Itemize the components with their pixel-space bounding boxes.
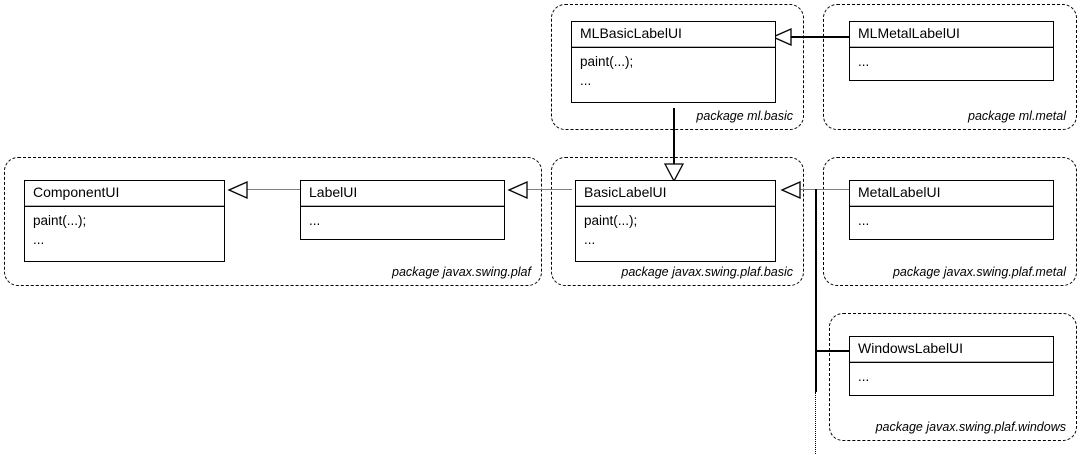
class-box-ml-metal-label-ui[interactable]: MLMetalLabelUI ... bbox=[849, 21, 1054, 81]
class-members-windows-label-ui: ... bbox=[850, 363, 1053, 395]
connector-trunk-dotted bbox=[815, 392, 816, 454]
class-name-metal-label-ui: MetalLabelUI bbox=[850, 181, 1053, 206]
connector-basic-right-stub bbox=[800, 189, 850, 190]
class-separator bbox=[850, 47, 1053, 48]
class-member: paint(...); bbox=[33, 213, 87, 228]
connector-mlmetal-to-mlbasic bbox=[790, 36, 850, 38]
class-members-metal-label-ui: ... bbox=[850, 207, 1053, 239]
class-separator bbox=[850, 206, 1053, 207]
generalization-arrow-labelui bbox=[507, 180, 528, 200]
class-member: ... bbox=[580, 73, 592, 88]
class-member: ... bbox=[858, 213, 870, 228]
class-box-windows-label-ui[interactable]: WindowsLabelUI ... bbox=[849, 336, 1054, 396]
class-member: ... bbox=[309, 213, 321, 228]
class-separator bbox=[301, 206, 504, 207]
package-javax-swing-plaf: package javax.swing.plaf bbox=[4, 157, 542, 286]
class-name-ml-basic-label-ui: MLBasicLabelUI bbox=[572, 22, 775, 47]
class-box-label-ui[interactable]: LabelUI ... bbox=[300, 180, 505, 240]
package-label-ml-metal: package ml.metal bbox=[968, 109, 1066, 123]
connector-labelui-to-componentui bbox=[247, 189, 301, 190]
connector-mlbasic-to-basic bbox=[673, 108, 675, 166]
package-label-ml-basic: package ml.basic bbox=[696, 109, 793, 123]
package-label-javax-swing-plaf: package javax.swing.plaf bbox=[392, 265, 531, 279]
generalization-arrow-basiclabelui-right bbox=[780, 180, 801, 200]
class-name-label-ui: LabelUI bbox=[301, 181, 504, 206]
class-separator bbox=[850, 362, 1053, 363]
connector-trunk-vertical bbox=[815, 189, 817, 392]
class-members-ml-basic-label-ui: paint(...); ... bbox=[572, 48, 775, 102]
class-box-ml-basic-label-ui[interactable]: MLBasicLabelUI paint(...); ... bbox=[571, 21, 776, 103]
package-ml-metal: package ml.metal bbox=[823, 4, 1077, 130]
class-member: ... bbox=[858, 369, 870, 384]
package-label-javax-swing-plaf-windows: package javax.swing.plaf.windows bbox=[875, 420, 1066, 434]
package-label-javax-swing-plaf-basic: package javax.swing.plaf.basic bbox=[621, 265, 793, 279]
class-name-windows-label-ui: WindowsLabelUI bbox=[850, 337, 1053, 362]
class-name-component-ui: ComponentUI bbox=[25, 181, 224, 206]
class-box-component-ui[interactable]: ComponentUI paint(...); ... bbox=[24, 180, 225, 262]
connector-trunk-to-windows bbox=[815, 350, 850, 352]
class-members-ml-metal-label-ui: ... bbox=[850, 48, 1053, 80]
generalization-arrow-mlbasic bbox=[771, 27, 792, 47]
generalization-arrow-basiclabelui-top bbox=[663, 163, 685, 183]
class-members-component-ui: paint(...); ... bbox=[25, 207, 224, 261]
connector-basic-to-labelui bbox=[527, 189, 572, 190]
package-javax-swing-plaf-metal: package javax.swing.plaf.metal bbox=[823, 157, 1077, 286]
class-box-basic-label-ui[interactable]: BasicLabelUI paint(...); ... bbox=[575, 180, 776, 262]
class-members-basic-label-ui: paint(...); ... bbox=[576, 207, 775, 261]
class-members-label-ui: ... bbox=[301, 207, 504, 239]
generalization-arrow-componentui bbox=[227, 180, 248, 200]
package-label-javax-swing-plaf-metal: package javax.swing.plaf.metal bbox=[892, 265, 1066, 279]
package-ml-basic: package ml.basic bbox=[551, 4, 804, 130]
class-member: ... bbox=[33, 232, 45, 247]
package-javax-swing-plaf-basic: package javax.swing.plaf.basic bbox=[551, 157, 804, 286]
class-member: ... bbox=[858, 54, 870, 69]
class-name-ml-metal-label-ui: MLMetalLabelUI bbox=[850, 22, 1053, 47]
class-name-basic-label-ui: BasicLabelUI bbox=[576, 181, 775, 206]
class-separator bbox=[572, 47, 775, 48]
package-javax-swing-plaf-windows: package javax.swing.plaf.windows bbox=[829, 313, 1077, 441]
class-member: paint(...); bbox=[580, 54, 634, 69]
class-member: ... bbox=[584, 232, 596, 247]
class-box-metal-label-ui[interactable]: MetalLabelUI ... bbox=[849, 180, 1054, 240]
class-separator bbox=[576, 206, 775, 207]
class-member: paint(...); bbox=[584, 213, 638, 228]
class-separator bbox=[25, 206, 224, 207]
